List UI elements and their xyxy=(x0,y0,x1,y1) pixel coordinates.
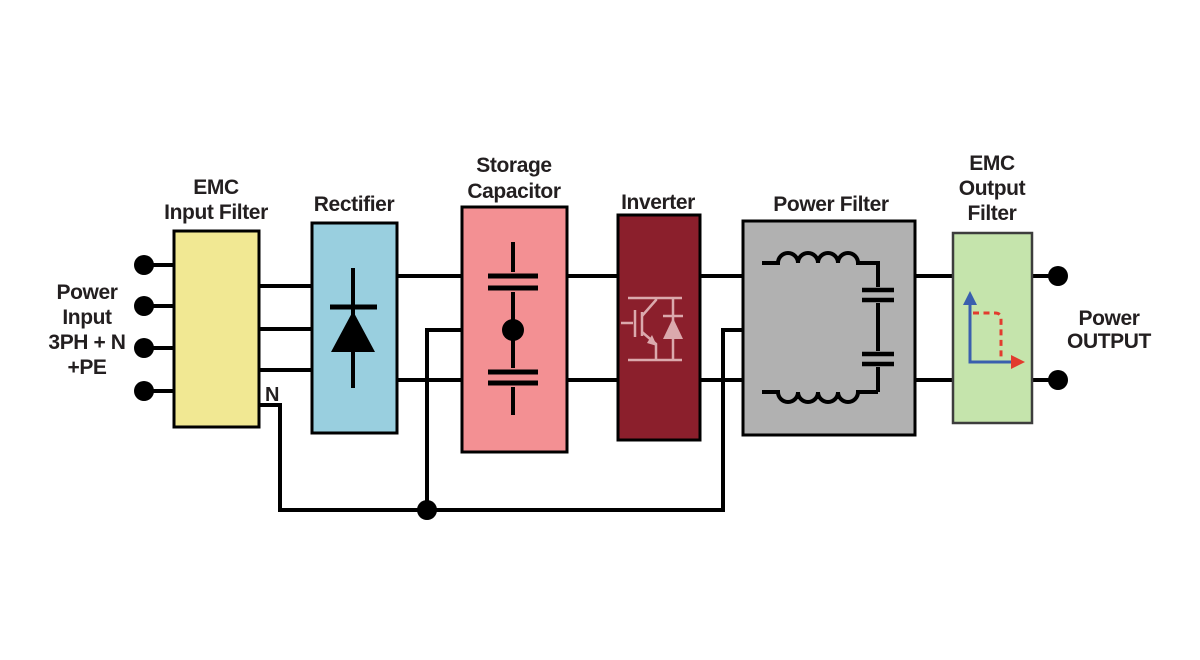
input-terminal-dot xyxy=(134,338,154,358)
emc-input-filter-label: EMC xyxy=(193,176,239,199)
inverter-body xyxy=(616,213,702,442)
block-storage-capacitor: Storage Capacitor xyxy=(460,154,569,454)
emc-input-filter-body xyxy=(172,229,261,429)
igbt-with-diode-icon xyxy=(621,296,683,362)
y-axis-arrow xyxy=(963,291,977,305)
inverter-diode-triangle xyxy=(663,318,683,339)
svg-text:Input: Input xyxy=(62,306,112,329)
storage-capacitor-label: Storage xyxy=(476,154,551,177)
svg-text:OUTPUT: OUTPUT xyxy=(1067,330,1152,353)
input-terminal-wires xyxy=(144,263,175,393)
input-terminal-dot xyxy=(134,296,154,316)
svg-text:Power: Power xyxy=(56,281,117,304)
storage-capacitor-label: Capacitor xyxy=(467,180,560,203)
power-output-label: Power OUTPUT xyxy=(1067,307,1152,353)
power-input-terminals xyxy=(134,255,154,401)
output-terminal-dot xyxy=(1048,266,1068,286)
emc-output-filter-label: Filter xyxy=(968,202,1017,225)
three-phase-wires xyxy=(259,284,312,372)
inverter-label: Inverter xyxy=(621,191,695,214)
power-input-label: Power Input 3PH + N +PE xyxy=(48,281,126,379)
input-terminal-dot xyxy=(134,255,154,275)
x-axis-arrow xyxy=(1011,355,1025,369)
block-inverter: Inverter xyxy=(616,191,702,442)
svg-text:Power: Power xyxy=(1078,307,1139,330)
series-capacitors-icon xyxy=(488,242,538,415)
attenuation-graph-icon xyxy=(963,291,1025,369)
emc-input-filter-label: Input Filter xyxy=(164,201,268,224)
diode-icon xyxy=(330,268,377,388)
block-emc-input-filter: EMC Input Filter xyxy=(164,176,268,429)
capacitor-midpoint-dot xyxy=(502,319,524,341)
emc-output-filter-body xyxy=(951,231,1034,425)
power-output-terminals xyxy=(1048,266,1068,390)
power-filter-body xyxy=(741,219,917,437)
output-terminal-dot xyxy=(1048,370,1068,390)
power-filter-label: Power Filter xyxy=(773,193,889,216)
block-rectifier: Rectifier xyxy=(310,193,399,435)
attenuation-curve xyxy=(973,311,1003,357)
block-power-filter: Power Filter xyxy=(741,193,917,437)
emc-output-filter-label: Output xyxy=(959,177,1026,200)
wiring xyxy=(144,263,1058,512)
rectifier-label: Rectifier xyxy=(314,193,395,216)
input-terminal-dot xyxy=(134,381,154,401)
emc-output-filter-label: EMC xyxy=(969,152,1015,175)
svg-text:3PH + N: 3PH + N xyxy=(48,331,125,354)
neutral-wire-label: N xyxy=(265,384,279,406)
svg-text:+PE: +PE xyxy=(67,356,106,379)
lc-filter-icon xyxy=(762,251,894,404)
neutral-junction-dot xyxy=(417,500,437,520)
emitter-arrow xyxy=(647,335,657,346)
block-emc-output-filter: EMC Output Filter xyxy=(951,152,1034,425)
